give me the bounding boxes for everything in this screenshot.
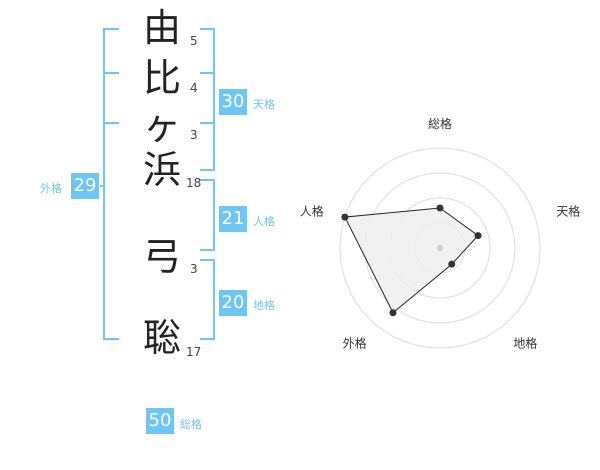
tenkaku-value: 30 xyxy=(219,89,247,115)
name-char-3: ヶ xyxy=(142,104,181,148)
gaikaku-value: 29 xyxy=(71,173,99,199)
stroke-count-6: 17 xyxy=(186,345,202,359)
stroke-count-4: 18 xyxy=(186,176,202,190)
radar-axis-label-5: 人格 xyxy=(300,204,324,219)
name-char-4: 浜 xyxy=(142,148,181,192)
radar-axis-label-3: 地格 xyxy=(513,335,537,350)
jinkaku-label: 人格 xyxy=(253,215,275,228)
stroke-count-2: 4 xyxy=(190,81,198,95)
tenkaku-label: 天格 xyxy=(253,98,275,111)
stroke-count-5: 3 xyxy=(190,262,198,276)
name-char-5: 弓 xyxy=(142,235,181,279)
radar-ring xyxy=(339,147,541,349)
name-char-6: 聡 xyxy=(142,316,181,360)
radar-axis-label-2: 天格 xyxy=(556,204,580,219)
radar-polygon xyxy=(344,207,479,314)
radar-point-5 xyxy=(341,213,349,221)
radar-center xyxy=(437,245,443,251)
gaikaku-label: 外格 xyxy=(40,182,62,195)
radar-point-1 xyxy=(436,204,444,212)
radar-axis-label-4: 外格 xyxy=(343,335,367,350)
soukaku-value: 50 xyxy=(146,408,174,434)
stroke-count-1: 5 xyxy=(190,34,198,48)
radar-axis-label-1: 総格 xyxy=(428,116,452,131)
name-char-2: 比 xyxy=(142,56,181,100)
soukaku-label: 総格 xyxy=(180,418,202,431)
radar-point-4 xyxy=(389,309,397,317)
jinkaku-value: 21 xyxy=(219,206,247,232)
radar-point-2 xyxy=(474,232,482,240)
name-char-1: 由 xyxy=(142,6,181,50)
chikaku-label: 地格 xyxy=(253,299,275,312)
radar-point-3 xyxy=(448,260,456,268)
chikaku-value: 20 xyxy=(219,290,247,316)
stroke-count-3: 3 xyxy=(190,128,198,142)
